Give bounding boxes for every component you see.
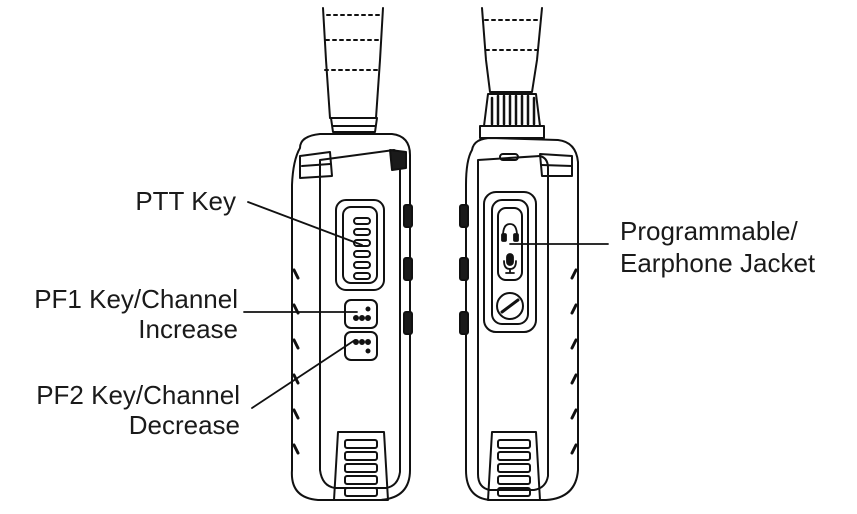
front-body xyxy=(290,133,411,501)
pf2-key-label-line2: Decrease xyxy=(128,410,240,440)
microphone-icon xyxy=(503,253,517,274)
front-radio xyxy=(290,7,413,501)
pf1-key-label-line1: PF1 Key/Channel xyxy=(34,284,238,314)
front-grille xyxy=(333,431,389,501)
pf1-key-label-line2: Increase xyxy=(138,314,238,344)
jack-label-line1: Programmable/ xyxy=(620,216,798,246)
front-top-clip-right xyxy=(389,149,407,171)
ptt-key xyxy=(335,199,385,291)
headphone-icon xyxy=(501,223,519,242)
ptt-key-label: PTT Key xyxy=(135,186,236,216)
front-top-clip-left xyxy=(299,151,333,179)
earphone-jack-cover xyxy=(483,191,537,333)
side-left-buttons xyxy=(459,204,469,335)
jack-label-line2: Earphone Jacket xyxy=(620,248,816,278)
pf2-key-label-line1: PF2 Key/Channel xyxy=(36,380,240,410)
channel-knob xyxy=(479,93,545,139)
front-side-ridges xyxy=(292,268,300,455)
ptt-leader xyxy=(247,201,363,246)
side-body xyxy=(465,137,579,501)
side-top-clip xyxy=(539,153,573,177)
pf1-key xyxy=(344,299,378,329)
side-antenna xyxy=(481,7,543,93)
pf2-leader xyxy=(251,339,356,409)
side-radio xyxy=(459,7,579,501)
pf2-key xyxy=(344,331,378,361)
front-antenna xyxy=(322,7,384,133)
side-ridges xyxy=(570,268,578,455)
leader-lines xyxy=(243,201,609,409)
front-side-buttons xyxy=(403,204,413,335)
side-grille xyxy=(487,431,541,501)
jack-screw xyxy=(496,292,524,320)
